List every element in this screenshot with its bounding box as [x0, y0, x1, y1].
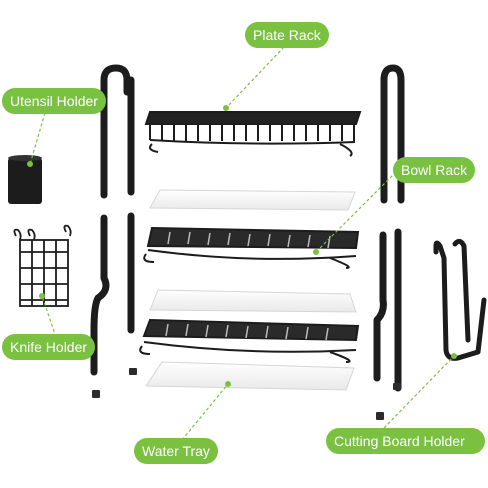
tray-1 — [149, 189, 356, 211]
leader-lines — [29, 46, 455, 441]
cutting-board-holder-shape — [433, 238, 487, 361]
utensil-holder-shape — [8, 155, 42, 204]
water-tray-shape — [145, 361, 355, 391]
plate-rack-label: Plate Rack — [245, 22, 329, 48]
plate-rack-shape — [144, 111, 362, 157]
lower-rack-shape — [139, 318, 360, 363]
tray-2 — [149, 289, 357, 313]
leader-dots — [27, 105, 457, 387]
water-tray-label: Water Tray — [134, 438, 218, 464]
bowl-rack-label: Bowl Rack — [393, 157, 476, 183]
bowl-rack-shape — [143, 226, 360, 269]
cutting-board-holder-label: Cutting Board Holder — [326, 428, 485, 454]
utensil-holder-label: Utensil Holder — [2, 88, 106, 114]
knife-holder-shape — [13, 224, 72, 307]
left-lower-post — [90, 212, 135, 376]
feet — [92, 368, 401, 420]
right-upper-post — [380, 64, 405, 204]
right-lower-post — [373, 228, 402, 392]
left-upper-post — [100, 64, 135, 199]
knife-holder-label: Knife Holder — [2, 334, 96, 360]
